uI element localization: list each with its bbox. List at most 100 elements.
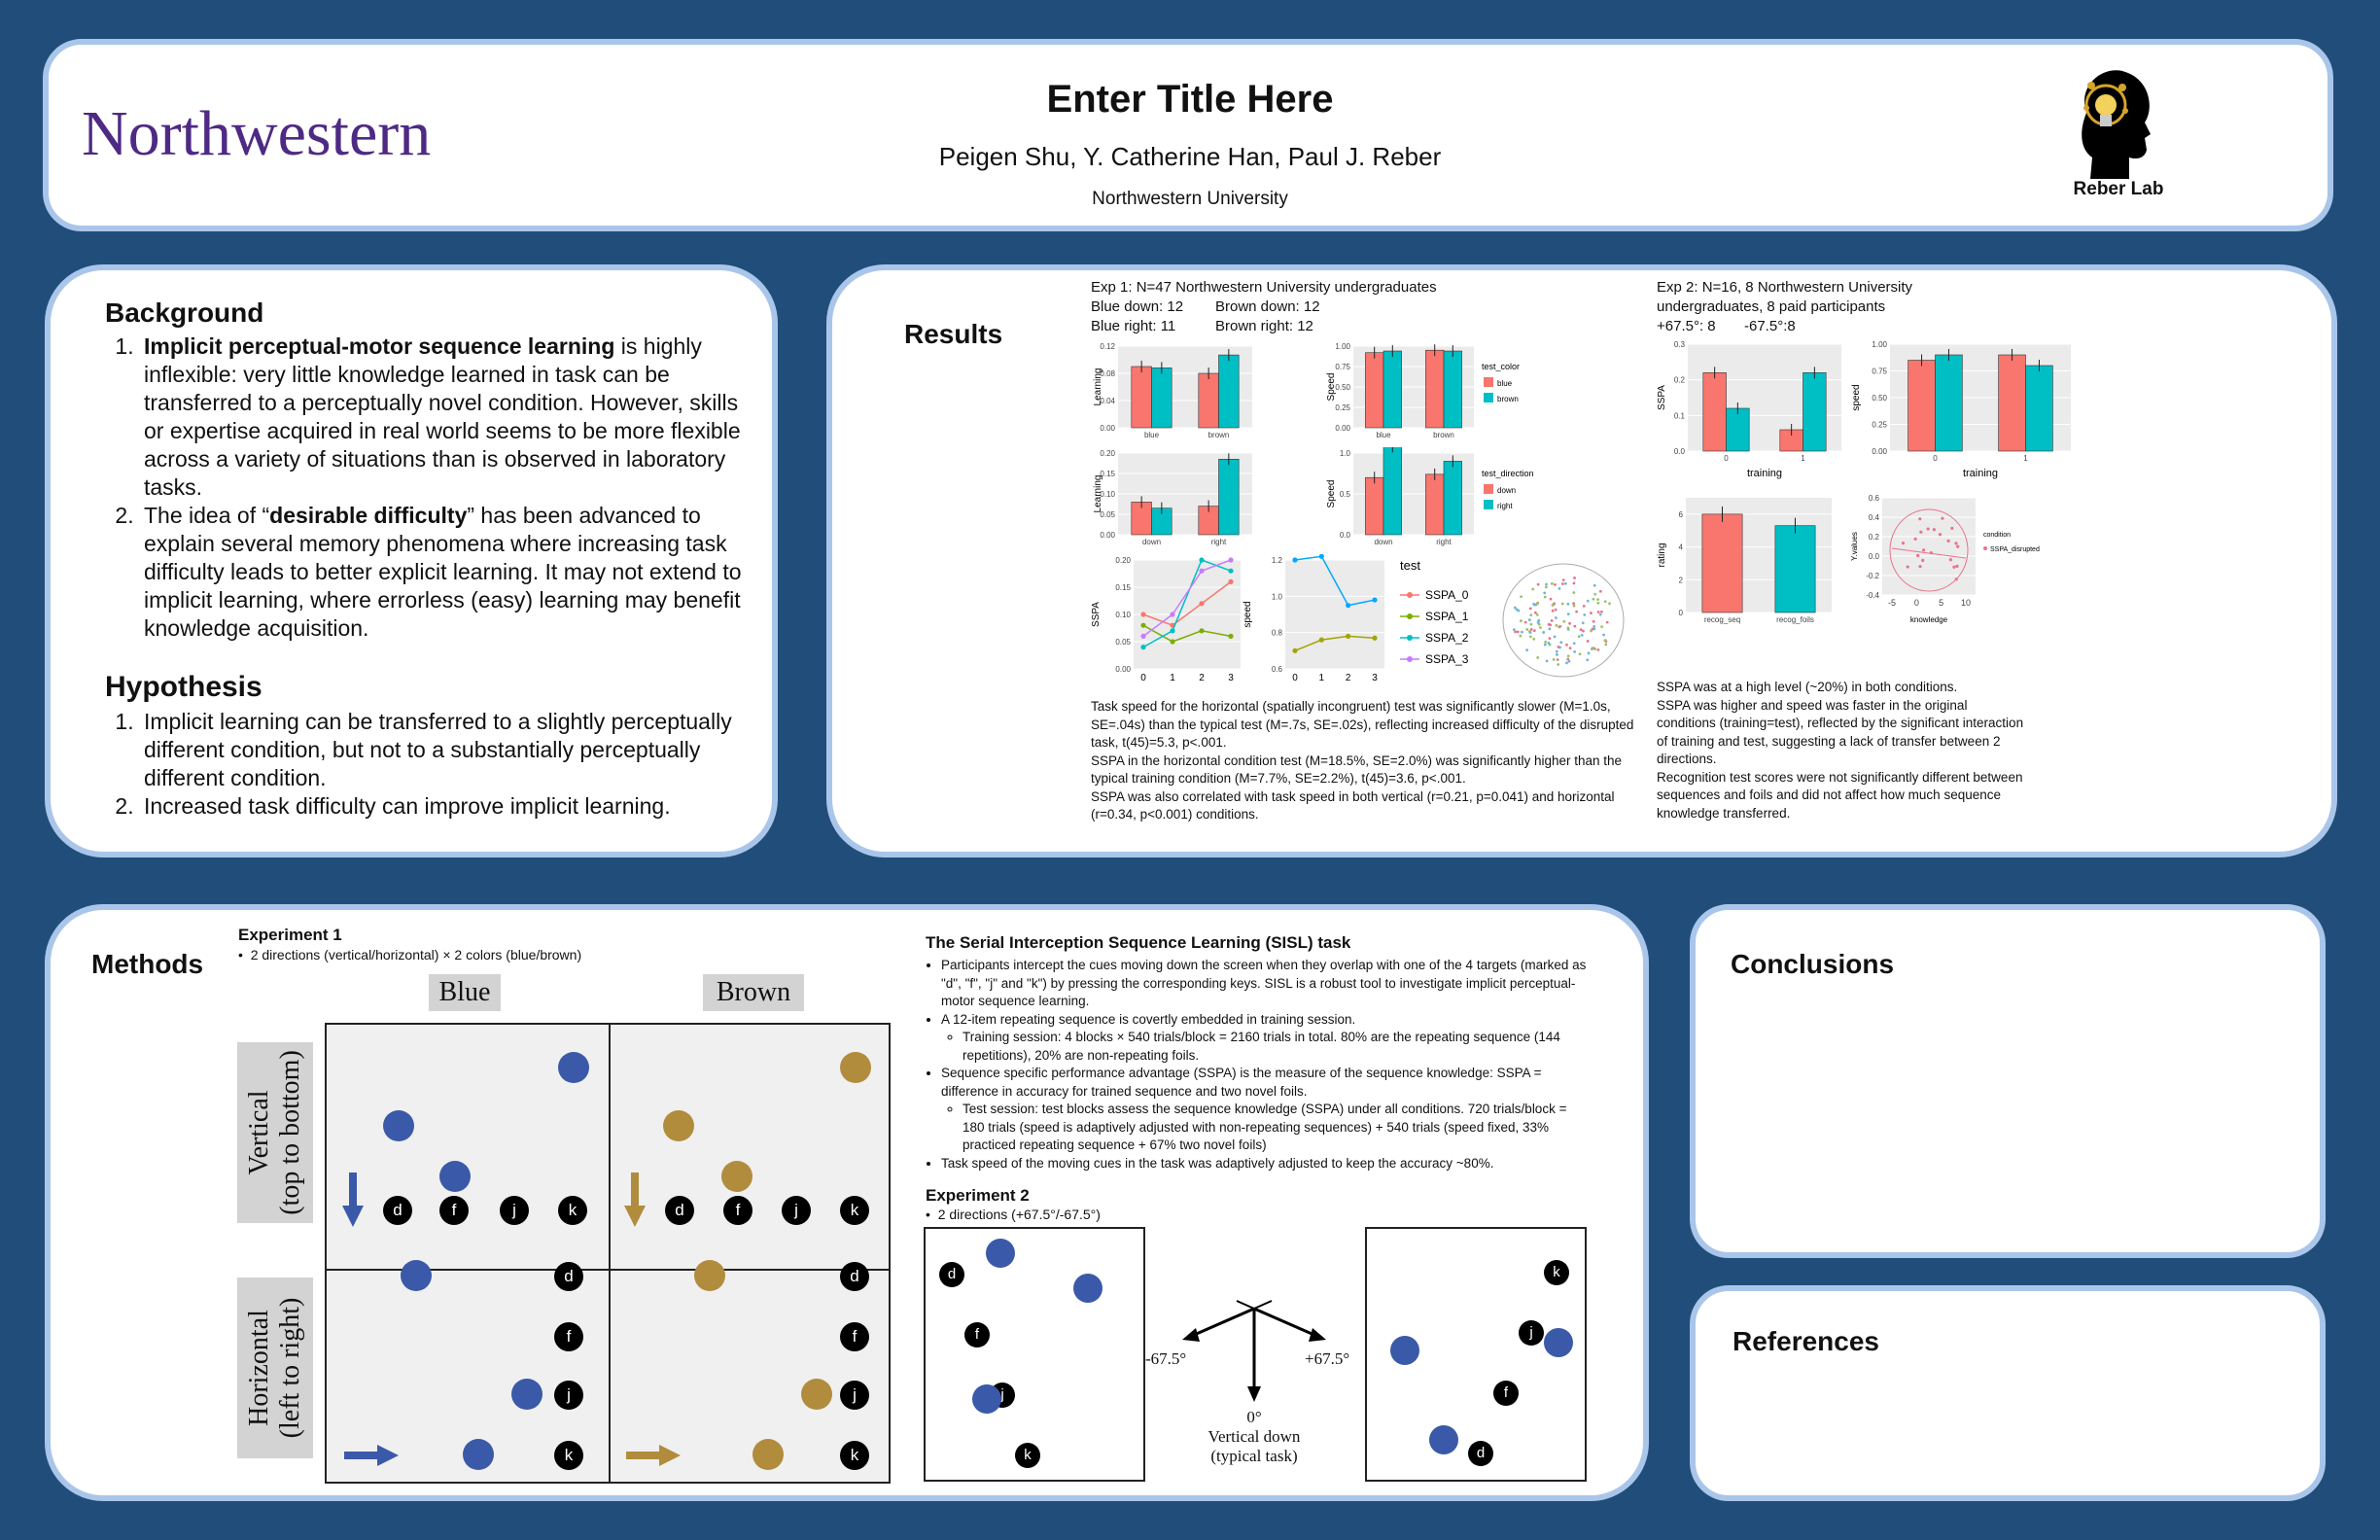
y-tick-label: 1.0 xyxy=(1340,449,1351,458)
bar xyxy=(1151,368,1172,429)
sisl-bullets: Participants intercept the cues moving d… xyxy=(926,957,1587,1172)
col-label-brown: Brown xyxy=(703,974,804,1011)
x-tick-label: recog_foils xyxy=(1776,615,1814,624)
data-point xyxy=(1938,533,1942,537)
references-panel xyxy=(1690,1285,2326,1501)
data-point xyxy=(1604,643,1608,647)
series-line xyxy=(1142,559,1232,638)
cue-dot xyxy=(401,1260,432,1291)
target-f: f xyxy=(964,1322,990,1348)
legend-title: condition xyxy=(1983,532,2011,539)
y-tick-label: 0.2 xyxy=(1674,376,1686,385)
exp1-info-line: Blue right: 11 xyxy=(1091,318,1176,334)
bar xyxy=(1702,372,1727,452)
bar xyxy=(1382,447,1402,536)
bar xyxy=(1998,354,2026,452)
y-tick-label: 0.10 xyxy=(1100,490,1115,499)
data-point xyxy=(1549,597,1553,601)
legend-swatch xyxy=(1484,500,1493,509)
data-point xyxy=(1523,620,1527,624)
y-tick-label: 0.0 xyxy=(1340,531,1351,540)
data-point xyxy=(1346,633,1351,639)
x-axis-label: training xyxy=(1963,468,1998,479)
bar xyxy=(1802,372,1827,452)
bar xyxy=(1131,366,1152,429)
lab-name: Reber Lab xyxy=(2073,179,2164,199)
data-point xyxy=(1918,517,1922,521)
data-point xyxy=(1520,630,1523,634)
bar xyxy=(1774,525,1816,613)
data-point xyxy=(1552,658,1556,661)
data-point xyxy=(1605,620,1609,624)
data-point xyxy=(1948,558,1952,562)
x-tick-label: 3 xyxy=(1372,673,1378,683)
exp1-result-para: SSPA in the horizontal condition test (M… xyxy=(1091,752,1623,787)
data-point xyxy=(1140,633,1146,639)
data-point xyxy=(1228,557,1234,563)
y-tick-label: -0.4 xyxy=(1866,591,1879,600)
data-point xyxy=(1592,624,1596,628)
sisl-bullet-text: A 12-item repeating sequence is covertly… xyxy=(941,1011,1356,1027)
plot-background xyxy=(1882,498,1976,595)
x-tick-label: blue xyxy=(1376,431,1391,439)
exp1-info-line: Brown right: 12 xyxy=(1215,318,1313,334)
series-line xyxy=(1294,635,1376,652)
angle-caption-line: Vertical down xyxy=(1208,1427,1301,1446)
data-point xyxy=(1568,621,1571,625)
data-point xyxy=(1573,624,1577,628)
data-point xyxy=(1525,628,1529,631)
direction-arrows-icon xyxy=(1182,1300,1326,1402)
plot-background xyxy=(1285,560,1384,669)
data-point xyxy=(1563,581,1567,585)
exp2-sub-text: 2 directions (+67.5°/-67.5°) xyxy=(937,1207,1101,1222)
data-point xyxy=(1534,611,1537,614)
data-point xyxy=(1587,651,1591,655)
target-j: j xyxy=(500,1196,529,1225)
data-point xyxy=(1545,659,1549,663)
data-point xyxy=(1932,528,1936,532)
legend-point xyxy=(1407,635,1413,641)
data-point xyxy=(1553,635,1557,639)
data-point xyxy=(1921,548,1926,552)
bar xyxy=(1198,372,1219,429)
legend-point xyxy=(1407,656,1413,662)
hypothesis-heading: Hypothesis xyxy=(105,671,262,703)
cue-dot xyxy=(1073,1274,1102,1303)
data-point xyxy=(1555,649,1558,653)
y-axis-label: SSPA xyxy=(1657,385,1667,410)
northwestern-logo: Northwestern xyxy=(82,98,432,169)
angle-zero-caption: 0° Vertical down (typical task) xyxy=(1157,1408,1351,1466)
y-axis-label: Learning xyxy=(1093,368,1103,406)
exp2-info: Exp 2: N=16, 8 Northwestern University u… xyxy=(1657,278,1987,336)
target-k: k xyxy=(840,1196,869,1225)
data-point xyxy=(1590,612,1592,614)
data-point xyxy=(1592,597,1595,601)
y-tick-label: 0.08 xyxy=(1100,369,1115,378)
y-tick-label: 0.8 xyxy=(1272,629,1283,638)
data-point xyxy=(1921,558,1925,562)
data-point xyxy=(1565,643,1568,647)
bar xyxy=(1425,473,1445,536)
data-point xyxy=(1577,635,1581,639)
data-point xyxy=(1913,537,1917,541)
data-point xyxy=(1516,630,1520,634)
target-d: d xyxy=(665,1196,694,1225)
cue-dot xyxy=(801,1379,832,1410)
data-point xyxy=(1603,600,1607,604)
authors: Peigen Shu, Y. Catherine Han, Paul J. Re… xyxy=(938,142,1442,171)
legend-label: SSPA_3 xyxy=(1425,652,1469,666)
exp2-info-line: -67.5°:8 xyxy=(1744,318,1796,334)
data-point xyxy=(1527,618,1531,621)
target-k: k xyxy=(1015,1443,1040,1468)
exp2-result-para: SSPA was higher and speed was faster in … xyxy=(1657,697,2024,767)
data-point xyxy=(1292,557,1298,563)
background-item2-pre: The idea of “ xyxy=(144,503,270,528)
data-point xyxy=(1520,595,1522,599)
cue-dot xyxy=(439,1161,471,1192)
background-item2-bold: desirable difficulty xyxy=(269,503,468,528)
legend-label: SSPA_disrupted xyxy=(1990,546,2040,553)
arrow-down-icon xyxy=(624,1172,646,1227)
y-tick-label: 0.10 xyxy=(1115,611,1131,619)
bar xyxy=(1425,349,1445,429)
target-j: j xyxy=(840,1381,869,1410)
